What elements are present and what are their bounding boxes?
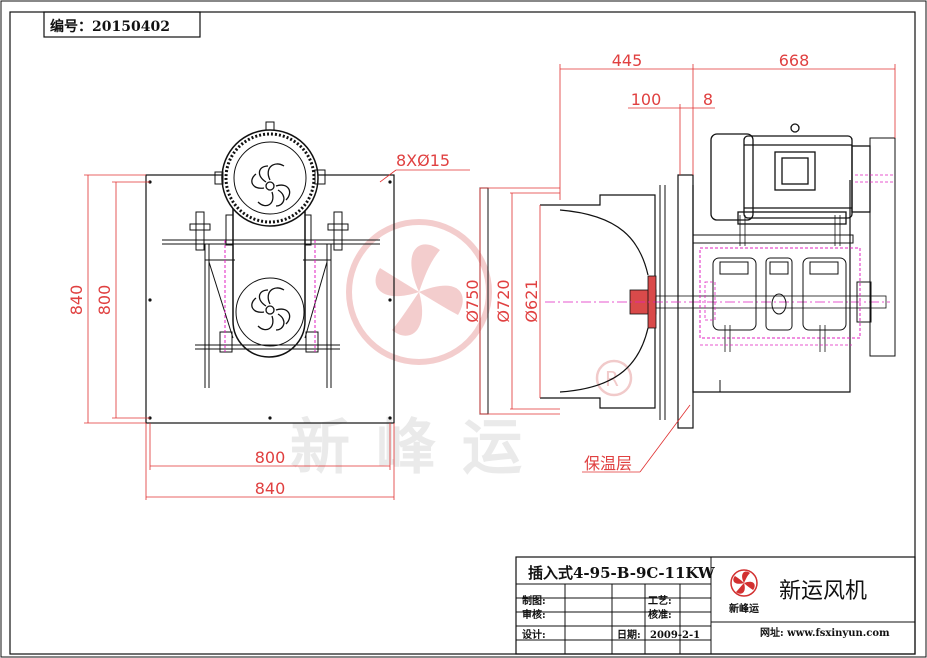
dim-left-height-outer: 840	[67, 285, 86, 316]
company-name: 新运风机	[779, 579, 867, 604]
watermark: R 新峰运	[290, 219, 633, 483]
dim-top-span-left: 445	[612, 51, 643, 70]
dim-dia-mid: Ø720	[494, 279, 513, 322]
front-view	[145, 121, 395, 424]
row3-mid-value: 2009-2-1	[650, 630, 700, 641]
title-model: 插入式4-95-B-9C-11KW	[528, 564, 716, 582]
logo-text: 新峰运	[729, 602, 759, 615]
company-logo-icon	[730, 569, 758, 597]
dim-left-width-inner: 800	[255, 448, 286, 467]
watermark-logo-icon	[375, 244, 463, 336]
row1-label: 制图:	[522, 594, 546, 607]
front-view-dimensions	[84, 169, 470, 500]
doc-number: 编号：20150402	[50, 18, 170, 35]
dim-dia-outer: Ø750	[463, 279, 482, 322]
row1-right-label: 工艺:	[648, 594, 672, 607]
dim-top-small-b: 8	[703, 90, 713, 109]
fan-bottom-icon	[251, 287, 291, 331]
side-view-dimensions	[479, 64, 896, 473]
insulation-label: 保温层	[584, 454, 632, 473]
drawing-frame	[9, 11, 916, 655]
row3-mid-label: 日期:	[617, 628, 641, 641]
row2-right-label: 核准:	[648, 608, 672, 621]
row3-label: 设计:	[522, 628, 546, 641]
dim-left-width-outer: 840	[255, 479, 286, 498]
dim-top-span-right: 668	[779, 51, 810, 70]
side-view	[479, 123, 896, 429]
website: 网址: www.fsxinyun.com	[760, 626, 890, 639]
doc-number-box: 编号：20150402	[43, 11, 201, 38]
dim-dia-inner: Ø621	[522, 279, 541, 322]
title-block	[515, 556, 916, 655]
row2-label: 审核:	[522, 608, 546, 621]
dim-left-height-inner: 800	[95, 285, 114, 316]
dim-bolt-holes: 8XØ15	[396, 151, 450, 170]
dim-top-small-a: 100	[631, 90, 662, 109]
motor	[710, 123, 871, 225]
fan-top-icon	[251, 163, 291, 207]
watermark-text: 新峰运	[290, 413, 548, 483]
